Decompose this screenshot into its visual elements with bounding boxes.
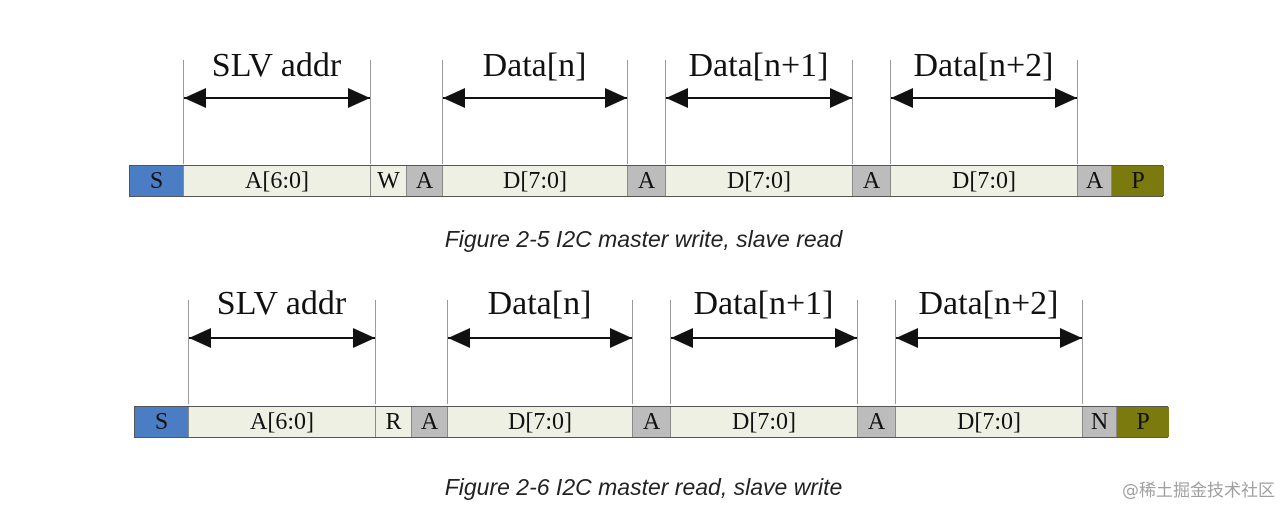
- boundary-line: [670, 300, 671, 404]
- span-arrow: [671, 328, 857, 348]
- frame-cell-address: A[6:0]: [189, 407, 376, 437]
- span-arrow: [448, 328, 632, 348]
- span-label-data-n: Data[n]: [487, 285, 592, 322]
- boundary-line: [627, 60, 628, 164]
- span-label-data-n1: Data[n+1]: [693, 285, 834, 322]
- frame-cell-rw: W: [371, 166, 407, 196]
- span-arrow: [184, 88, 370, 108]
- diagram-master-read: SLV addr Data[n] Data[n+1] Data[n+2] S A…: [0, 240, 1287, 515]
- frame-cell-start: S: [130, 166, 184, 196]
- span-arrow: [666, 88, 852, 108]
- boundary-line: [895, 300, 896, 404]
- diagram-master-write: SLV addr Data[n] Data[n+1] Data[n+2] S A…: [129, 47, 1164, 252]
- span-label-data-n2: Data[n+2]: [918, 285, 1059, 322]
- boundary-line: [632, 300, 633, 404]
- frame-cell-start: S: [135, 407, 189, 437]
- span-label-data-n: Data[n]: [482, 47, 587, 84]
- boundary-line: [890, 60, 891, 164]
- frame-cell-data: D[7:0]: [891, 166, 1078, 196]
- frame-cell-address: A[6:0]: [184, 166, 371, 196]
- frame-cell-nack: N: [1083, 407, 1117, 437]
- frame-cell-ack: A: [853, 166, 891, 196]
- boundary-line: [852, 60, 853, 164]
- span-label-slv-addr: SLV addr: [216, 285, 347, 322]
- frame-cell-data: D[7:0]: [896, 407, 1083, 437]
- frame-cell-ack: A: [1078, 166, 1112, 196]
- span-label-data-n1: Data[n+1]: [688, 47, 829, 84]
- frame-cell-ack: A: [858, 407, 896, 437]
- frame-cell-data: D[7:0]: [666, 166, 853, 196]
- frame-cell-ack: A: [633, 407, 671, 437]
- frame-cell-stop: P: [1117, 407, 1169, 437]
- frame-cell-ack: A: [628, 166, 666, 196]
- span-arrow: [896, 328, 1082, 348]
- boundary-line: [183, 60, 184, 164]
- span-arrow: [443, 88, 627, 108]
- boundary-line: [188, 300, 189, 404]
- span-label-slv-addr: SLV addr: [211, 47, 342, 84]
- frame-bar: S A[6:0] R A D[7:0] A D[7:0] A D[7:0] N …: [134, 406, 1169, 438]
- boundary-line: [665, 60, 666, 164]
- span-arrow: [189, 328, 375, 348]
- frame-cell-ack: A: [412, 407, 448, 437]
- boundary-line: [375, 300, 376, 404]
- frame-cell-rw: R: [376, 407, 412, 437]
- frame-cell-data: D[7:0]: [448, 407, 633, 437]
- boundary-line: [1082, 300, 1083, 404]
- boundary-line: [370, 60, 371, 164]
- frame-cell-data: D[7:0]: [671, 407, 858, 437]
- figure-caption: Figure 2-5 I2C master write, slave read: [444, 226, 843, 252]
- frame-cell-data: D[7:0]: [443, 166, 628, 196]
- frame-cell-stop: P: [1112, 166, 1164, 196]
- boundary-line: [447, 300, 448, 404]
- boundary-line: [442, 60, 443, 164]
- span-label-data-n2: Data[n+2]: [913, 47, 1054, 84]
- frame-bar: S A[6:0] W A D[7:0] A D[7:0] A D[7:0] A …: [129, 165, 1164, 197]
- boundary-line: [1077, 60, 1078, 164]
- watermark: @稀土掘金技术社区: [1122, 481, 1275, 501]
- figure-caption: Figure 2-6 I2C master read, slave write: [444, 474, 843, 500]
- boundary-line: [857, 300, 858, 404]
- frame-cell-ack: A: [407, 166, 443, 196]
- span-arrow: [891, 88, 1077, 108]
